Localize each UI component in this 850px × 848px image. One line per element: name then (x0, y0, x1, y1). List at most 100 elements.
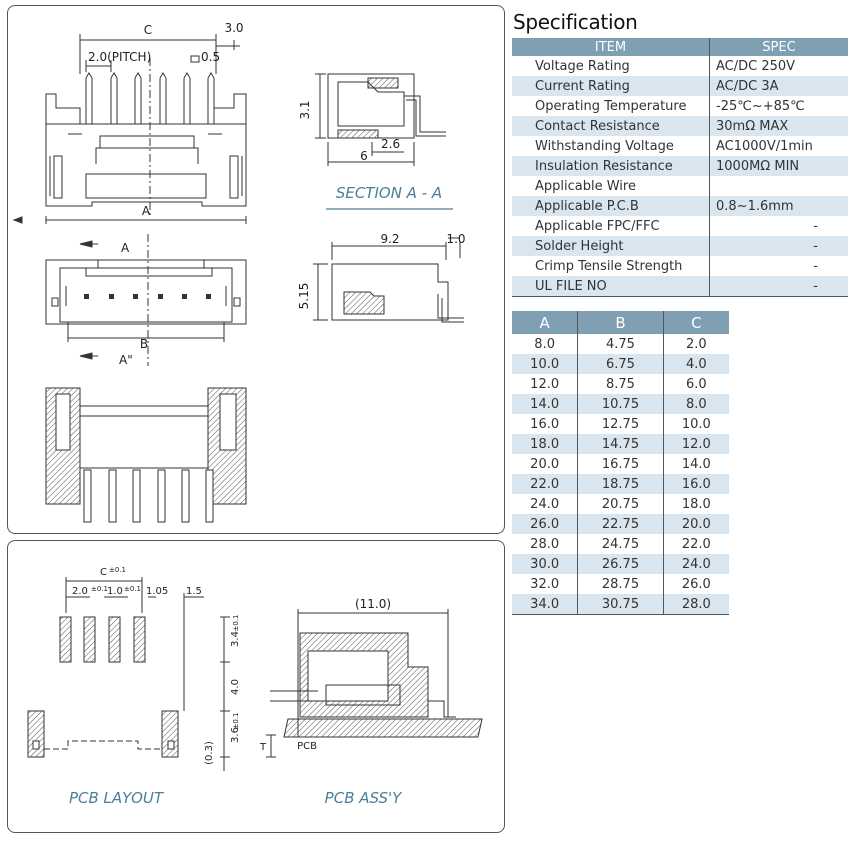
dims-cell-a: 20.0 (530, 456, 560, 472)
dims-cell-b: 16.75 (577, 454, 664, 474)
dims-cell-c: 12.0 (662, 434, 729, 454)
spec-row: Applicable Wire (512, 176, 848, 196)
section-a-a-drawing (315, 73, 446, 166)
dims-cell-a: 12.0 (530, 376, 560, 392)
connector-drawing: C 3.0 2.0(PITCH) 0.5 A 3.1 6 2.6 SECTION… (12, 21, 466, 523)
dims-cell-c: 6.0 (662, 374, 729, 394)
section-caption: SECTION A - A (336, 184, 442, 202)
drawing-panel: C 3.0 2.0(PITCH) 0.5 A 3.1 6 2.6 SECTION… (7, 5, 505, 534)
spec-item: Applicable Wire (535, 178, 636, 194)
spec-item: Solder Height (512, 236, 710, 256)
spec-item: Operating Temperature (535, 98, 687, 114)
spec-header-item: ITEM (512, 38, 710, 56)
spec-value (709, 176, 848, 196)
dims-cell-b: 26.75 (577, 554, 664, 574)
dim-a: A (142, 204, 151, 218)
dims-cell-b: 22.75 (577, 514, 664, 534)
dims-cell-a: 22.0 (512, 474, 578, 494)
dims-cell-a: 32.0 (530, 576, 560, 592)
dims-cell-b: 10.75 (577, 394, 664, 414)
dims-cell-c: 10.0 (662, 414, 729, 434)
dims-cell-a: 14.0 (512, 394, 578, 414)
spec-item: Crimp Tensile Strength (535, 258, 683, 274)
dims-header-a: A (512, 311, 578, 334)
dims-cell-b: 24.75 (577, 534, 664, 554)
dims-cell-c: 8.0 (662, 394, 729, 414)
spec-value: -25℃~+85℃ (709, 96, 848, 116)
spec-value: - (709, 276, 848, 297)
dims-cell-a: 16.0 (530, 416, 560, 432)
pcb-dim-1-5: 1.5 (186, 586, 202, 597)
dim-3-1: 3.1 (298, 100, 312, 119)
dims-cell-c: 28.0 (662, 594, 729, 615)
pcb-dim-4-0: 4.0 (230, 679, 241, 695)
dims-cell-c: 16.0 (662, 474, 729, 494)
dims-cell-a: 26.0 (512, 514, 578, 534)
spec-item: Applicable P.C.B (512, 196, 710, 216)
spec-value: AC/DC 3A (709, 76, 848, 96)
spec-value: AC1000V/1min (709, 136, 848, 156)
spec-value: AC/DC 250V (709, 56, 848, 76)
dim-2-6: 2.6 (381, 137, 400, 151)
pcb-layout-drawing (27, 577, 230, 771)
dims-cell-b: 28.75 (577, 574, 664, 594)
spec-row: Crimp Tensile Strength - (512, 256, 848, 276)
spec-title: Specification (513, 10, 638, 34)
pcb-dim-2-0-tol: ±0.1 (91, 585, 108, 593)
dim-pitch: 2.0(PITCH) (88, 50, 151, 64)
top-view-outline (45, 93, 247, 207)
dims-cell-c: 2.0 (662, 334, 729, 354)
pcb-dim-1-0-tol: ±0.1 (124, 585, 141, 593)
front-view-outline (45, 234, 247, 366)
pcb-panel: C ±0.1 2.0 ±0.1 1.0 ±0.1 1.05 1.5 3.4 ±0… (7, 540, 505, 833)
dims-cell-b: 6.75 (577, 354, 664, 374)
pcb-dim-1-0: 1.0 (107, 586, 123, 597)
spec-row: Withstanding Voltage AC1000V/1min (512, 136, 848, 156)
dims-cell-a: 28.0 (530, 536, 560, 552)
front-view-contacts (84, 294, 211, 299)
spec-value: 30mΩ MAX (709, 116, 848, 136)
dims-cell-c: 18.0 (662, 494, 729, 514)
arrow-a-label: A (121, 241, 130, 255)
pcb-drawing: C ±0.1 2.0 ±0.1 1.0 ±0.1 1.05 1.5 3.4 ±0… (27, 566, 483, 807)
dims-cell-b: 4.75 (577, 334, 664, 354)
pcb-dim-c: C (100, 567, 107, 578)
dims-cell-c: 20.0 (662, 514, 729, 534)
pcb-layout-caption: PCB LAYOUT (69, 789, 165, 807)
pcb-dim-0-3: (0.3) (204, 741, 215, 765)
dims-cell-c: 24.0 (662, 554, 729, 574)
dims-cell-a: 18.0 (512, 434, 578, 454)
pcb-dim-3-4-tol: ±0.1 (232, 615, 240, 632)
spec-row: Applicable FPC/FFC- (512, 216, 848, 236)
pcb-assy-drawing (266, 609, 483, 758)
dims-cell-a: 30.0 (512, 554, 578, 574)
bottom-section-pins (83, 469, 214, 523)
spec-row: Solder Height- (512, 236, 848, 256)
assy-dim-11-0: (11.0) (355, 597, 391, 611)
pcb-dim-3-6-tol: ±0.1 (232, 713, 240, 730)
spec-value: - (709, 236, 848, 256)
dims-cell-b: 18.75 (577, 474, 664, 494)
spec-value: - (709, 256, 848, 276)
spec-item: UL FILE NO (512, 276, 710, 297)
dims-cell-c: 26.0 (662, 574, 729, 594)
spec-item: Withstanding Voltage (535, 138, 674, 154)
spec-item: Current Rating (512, 76, 710, 96)
dim-1-0: 1.0 (446, 232, 465, 246)
pcb-dim-3-6: 3.6 (230, 727, 241, 743)
dims-cell-c: 4.0 (662, 354, 729, 374)
dim-c: C (144, 23, 152, 37)
